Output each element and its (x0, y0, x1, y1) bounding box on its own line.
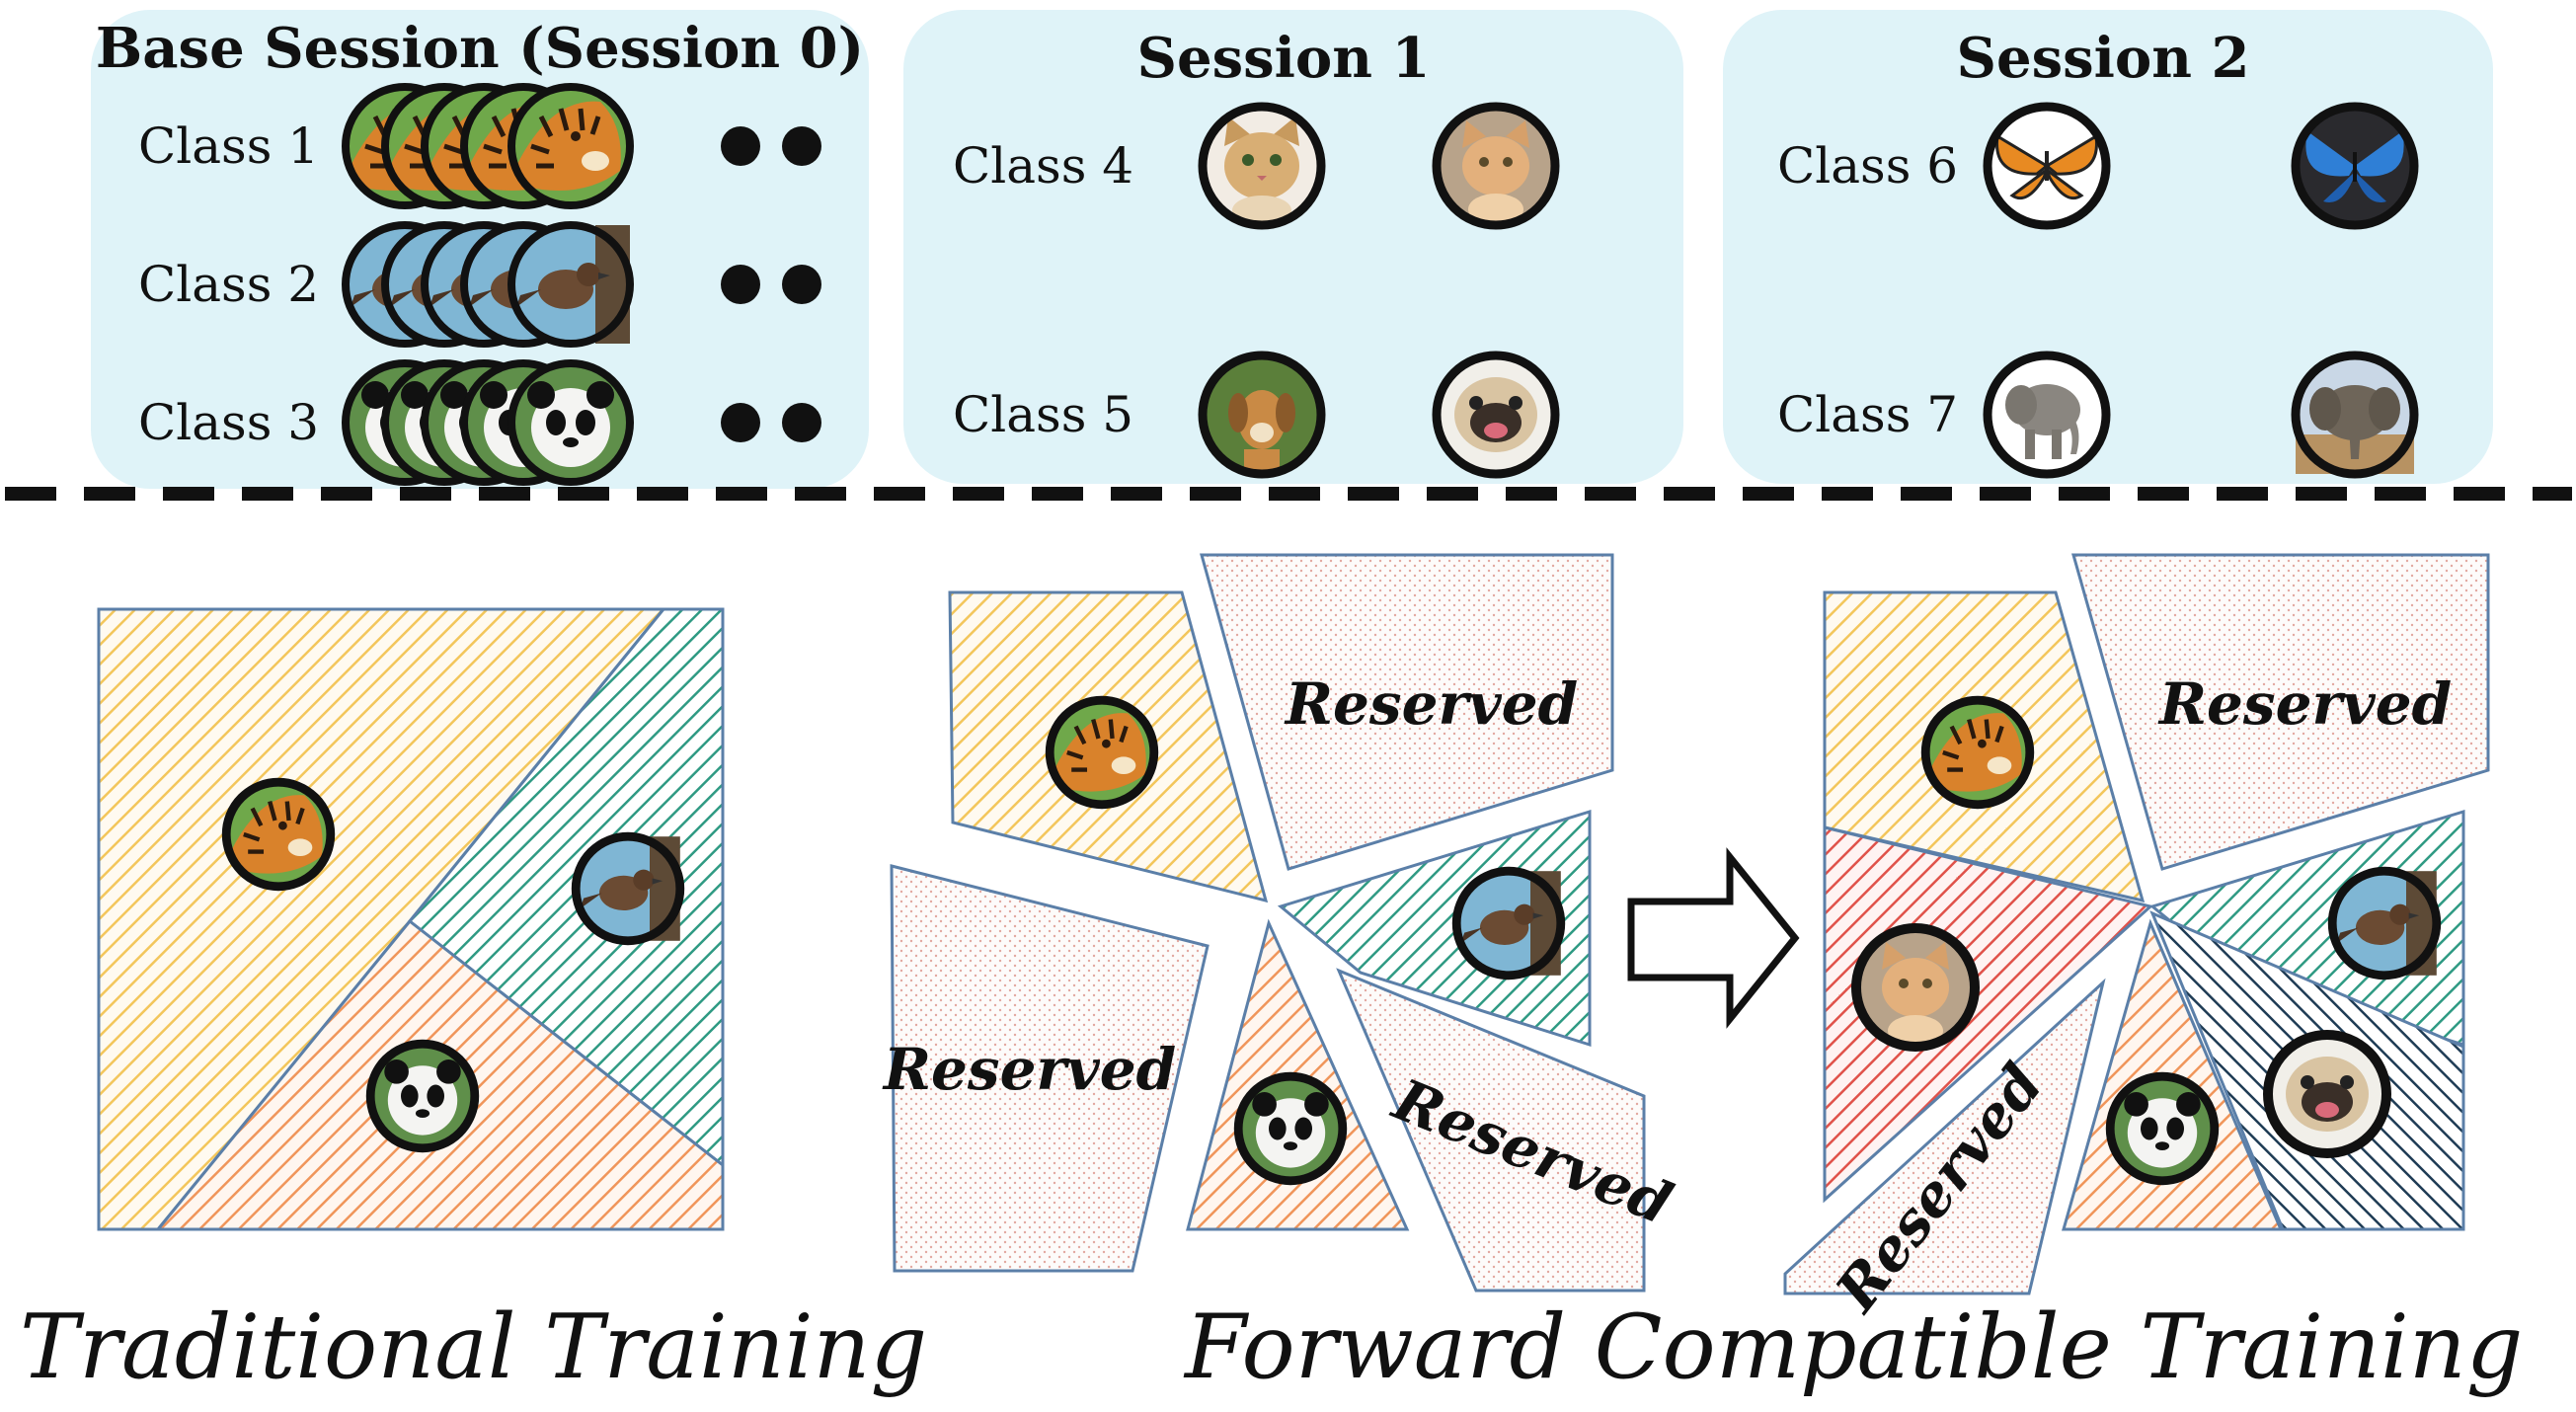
reserved-label: Reserved (2157, 670, 2452, 738)
reserved-region (2071, 553, 2490, 871)
class-7-label: Class 7 (1777, 386, 1958, 443)
session-1-panel: Session 1 Class 4 Class 5 (903, 10, 1683, 484)
base-session-title: Base Session (Session 0) (96, 16, 864, 81)
reserved-region (1336, 968, 1646, 1293)
tiger-photo (1920, 695, 2035, 810)
cat-photo (1198, 102, 1326, 230)
cat-photo-2 (1432, 102, 1560, 230)
class-2-label: Class 2 (138, 256, 319, 313)
bird-photo (1451, 866, 1566, 981)
dog-photo (1198, 351, 1326, 479)
base-session-panel: Base Session (Session 0) Class 1 Class 2… (91, 10, 869, 489)
reserved-region (1783, 978, 2106, 1295)
reserved-label: Reserved (1284, 670, 1578, 738)
session-1-title: Session 1 (1137, 26, 1431, 91)
class-6-label: Class 6 (1777, 137, 1958, 195)
reserved-label: Reserved (882, 1036, 1176, 1103)
cat-photo (1851, 923, 1980, 1052)
bird-photo (571, 831, 685, 946)
cat-region (1823, 825, 2154, 1204)
session-2-title: Session 2 (1957, 26, 2250, 91)
class-4-label: Class 4 (953, 137, 1133, 195)
class-1-label: Class 1 (138, 118, 319, 175)
pug-photo (2263, 1030, 2391, 1158)
bird-photo (507, 221, 634, 348)
reserved-region (890, 864, 1210, 1273)
traditional-training-caption: Traditional Training (20, 1295, 927, 1399)
class-3-label: Class 3 (138, 394, 319, 451)
class-3-image-stack (342, 359, 634, 486)
butterfly-photo (1983, 102, 2111, 230)
bird-photo (2327, 866, 2442, 981)
class-5-label: Class 5 (953, 386, 1133, 443)
blue-butterfly-photo (2291, 102, 2419, 230)
tiger-photo (507, 83, 634, 209)
traditional-training-diagram (97, 607, 725, 1231)
class-2-image-stack (342, 221, 634, 348)
class-1-image-stack (342, 83, 634, 209)
forward-reserved-diagram: Reserved Reserved Reserved (882, 553, 1681, 1293)
forward-compatible-caption: Forward Compatible Training (1183, 1295, 2523, 1399)
panda-photo (1233, 1071, 1348, 1186)
panda-photo (507, 359, 634, 486)
forward-filled-diagram: Reserved Reserved (1783, 553, 2490, 1325)
elephant-photo-2 (2291, 351, 2419, 479)
reserved-region (1200, 553, 1614, 871)
tiger-photo (1045, 695, 1159, 810)
pug-photo (1432, 351, 1560, 479)
session-2-panel: Session 2 Class 6 Class 7 (1723, 10, 2493, 484)
arrow-right-icon (1627, 847, 1800, 1029)
panda-photo (365, 1039, 480, 1153)
panda-photo (2105, 1071, 2220, 1186)
elephant-photo (1983, 351, 2111, 479)
more-dots-icon (721, 126, 821, 442)
tiger-photo (221, 777, 336, 892)
